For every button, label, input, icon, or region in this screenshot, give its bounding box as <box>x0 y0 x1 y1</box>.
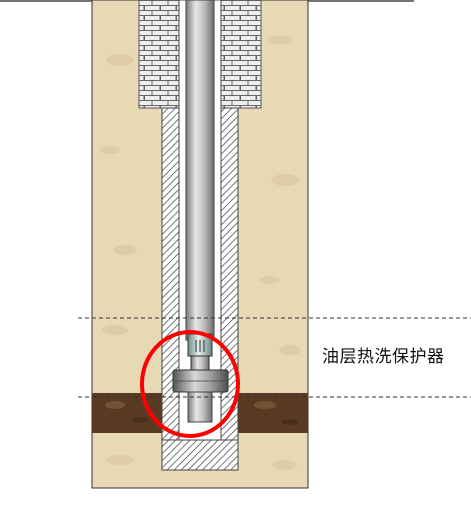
tubing-string <box>185 0 215 341</box>
protector-callout-label: 油层热洗保护器 <box>322 347 445 367</box>
oil-layer-texture <box>105 401 299 425</box>
thermal-washing-protector <box>172 333 229 423</box>
casing-wall-left <box>161 107 180 471</box>
protector-neck <box>190 355 210 371</box>
brick-wall-left <box>138 0 180 109</box>
red-circle-marker <box>140 330 240 438</box>
soil-texture <box>100 35 301 470</box>
brick-wall-right <box>220 0 262 109</box>
casing-bottom <box>161 439 239 471</box>
